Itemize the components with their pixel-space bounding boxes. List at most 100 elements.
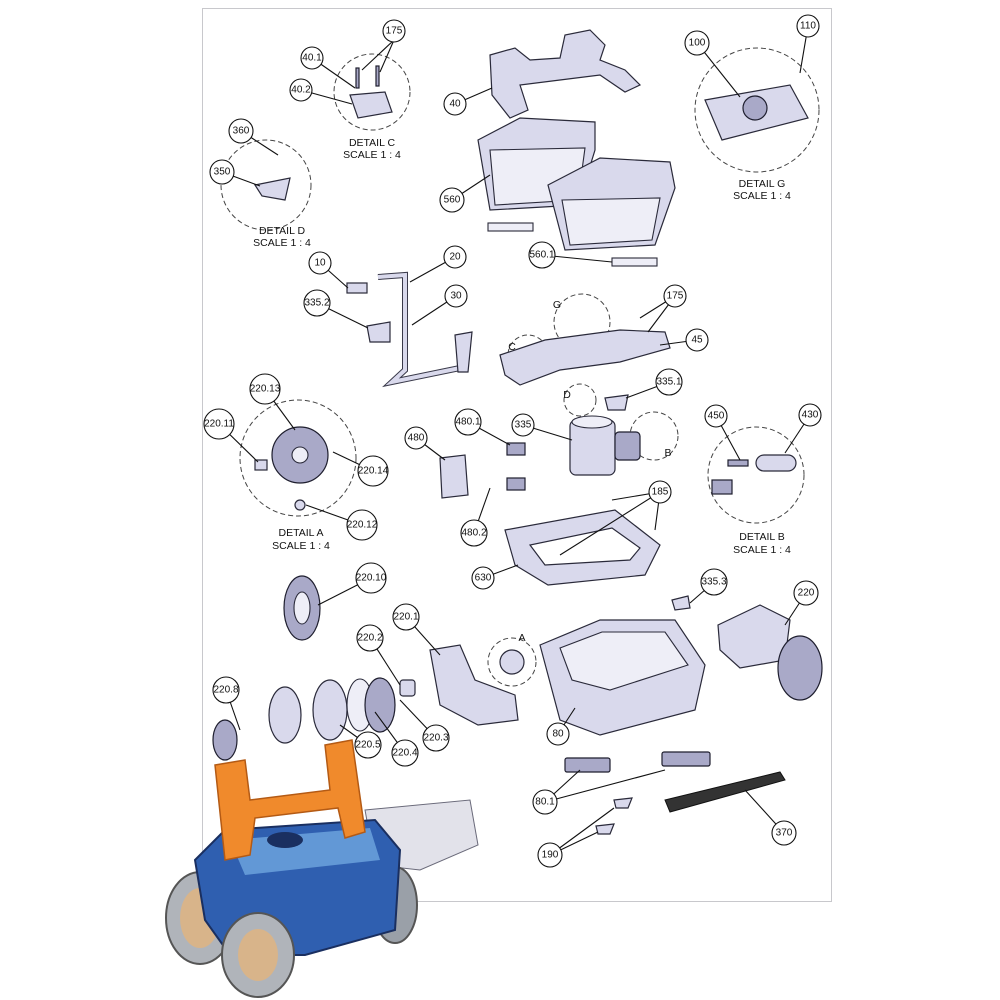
callout-185: 185 [648, 480, 672, 504]
part-10 [346, 282, 368, 294]
svg-text:480.1: 480.1 [455, 417, 480, 428]
callout-30: 30 [444, 284, 468, 308]
detail-b-parts [711, 454, 797, 495]
detail-c-clip [349, 65, 393, 119]
svg-text:190: 190 [542, 850, 559, 861]
svg-text:220.3: 220.3 [423, 733, 448, 744]
svg-text:A: A [518, 632, 525, 644]
detail-b-label: DETAIL B SCALE 1 : 4 [733, 531, 791, 556]
svg-text:335.2: 335.2 [304, 298, 329, 309]
clip-80-1a [564, 757, 611, 773]
callout-175-mid: 175 [663, 284, 687, 308]
detail-g-cover [704, 84, 809, 141]
svg-text:220.4: 220.4 [392, 748, 417, 759]
svg-text:370: 370 [776, 828, 793, 839]
callout-220-3: 220.3 [422, 724, 450, 752]
svg-text:DETAIL D: DETAIL D [259, 225, 306, 237]
callout-45: 45 [685, 328, 709, 352]
part-480 [439, 454, 469, 499]
svg-text:40.2: 40.2 [291, 85, 311, 96]
detail-d-part [254, 177, 291, 201]
part-335-3 [671, 595, 691, 611]
svg-text:40.1: 40.1 [302, 53, 322, 64]
svg-text:335.3: 335.3 [701, 577, 726, 588]
svg-text:SCALE 1 : 4: SCALE 1 : 4 [253, 237, 311, 249]
callout-220-8: 220.8 [212, 676, 240, 704]
detail-a-marker-circle [487, 637, 537, 687]
svg-text:SCALE 1 : 4: SCALE 1 : 4 [343, 149, 401, 161]
callout-220-13: 220.13 [249, 373, 281, 405]
svg-text:40: 40 [449, 99, 461, 110]
callout-450: 450 [704, 404, 728, 428]
label-plate-2 [611, 257, 658, 267]
handle-part [489, 29, 642, 119]
svg-text:335: 335 [515, 420, 532, 431]
detail-d-circle [220, 139, 312, 231]
callout-560-1: 560.1 [528, 241, 556, 269]
svg-text:480.2: 480.2 [461, 528, 486, 539]
detail-d-marker-circle [563, 383, 597, 417]
callout-370: 370 [771, 820, 797, 846]
detail-a-gear [254, 426, 329, 511]
side-assembly-220 [717, 604, 823, 701]
section-markers: A B C D G [508, 299, 671, 644]
callout-80-1: 80.1 [532, 789, 558, 815]
callout-430: 430 [798, 403, 822, 427]
callout-220-12: 220.12 [346, 509, 378, 541]
callout-480-1: 480.1 [454, 408, 482, 436]
robot-photo [165, 739, 479, 998]
part-190b [595, 823, 615, 835]
callout-335-2: 335.2 [303, 289, 331, 317]
clip-80-1b [661, 751, 711, 767]
svg-text:360: 360 [233, 126, 250, 137]
callout-10: 10 [308, 251, 332, 275]
svg-text:C: C [508, 341, 516, 353]
drive-hub [499, 649, 525, 675]
callout-220: 220 [793, 580, 819, 606]
svg-text:335.1: 335.1 [656, 377, 681, 388]
svg-text:80: 80 [552, 729, 564, 740]
detail-g-label: DETAIL G SCALE 1 : 4 [733, 178, 791, 202]
pump-motor [569, 415, 641, 476]
callout-40-1: 40.1 [300, 46, 324, 70]
svg-text:220.11: 220.11 [204, 419, 234, 430]
svg-text:450: 450 [708, 411, 725, 422]
wheel-220-10 [283, 575, 321, 641]
detail-c-circle [333, 53, 411, 131]
svg-text:630: 630 [475, 573, 492, 584]
callout-175-top: 175 [382, 19, 406, 43]
label-plate-1 [487, 222, 534, 232]
svg-text:D: D [563, 389, 571, 401]
svg-text:175: 175 [667, 291, 684, 302]
callout-80: 80 [546, 722, 570, 746]
svg-text:45: 45 [691, 335, 703, 346]
svg-text:220.1: 220.1 [393, 612, 418, 623]
svg-text:220.13: 220.13 [250, 384, 281, 395]
detail-a-circle [239, 399, 357, 517]
callout-480-2: 480.2 [460, 519, 488, 547]
callout-220-11: 220.11 [203, 408, 235, 440]
svg-text:20: 20 [449, 252, 461, 263]
callout-560: 560 [439, 187, 465, 213]
svg-text:560: 560 [444, 195, 461, 206]
svg-text:220.14: 220.14 [358, 466, 389, 477]
svg-text:SCALE 1 : 4: SCALE 1 : 4 [733, 544, 791, 556]
svg-text:220: 220 [798, 588, 815, 599]
part-190a [613, 797, 633, 809]
detail-d-label: DETAIL D SCALE 1 : 4 [253, 225, 311, 249]
svg-text:560.1: 560.1 [529, 250, 554, 261]
detail-a-label: DETAIL A SCALE 1 : 4 [272, 527, 330, 552]
svg-text:SCALE 1 : 4: SCALE 1 : 4 [733, 190, 791, 202]
svg-text:DETAIL B: DETAIL B [739, 531, 785, 543]
svg-text:G: G [553, 299, 561, 311]
svg-text:480: 480 [408, 433, 425, 444]
detail-g-circle [694, 47, 820, 173]
top-cover [499, 329, 671, 386]
svg-text:220.5: 220.5 [355, 740, 380, 751]
brush-roller [664, 771, 786, 813]
part-480-1b [506, 477, 526, 491]
svg-text:B: B [664, 447, 671, 459]
main-body-80 [539, 619, 706, 736]
callout-220-1: 220.1 [392, 603, 420, 631]
